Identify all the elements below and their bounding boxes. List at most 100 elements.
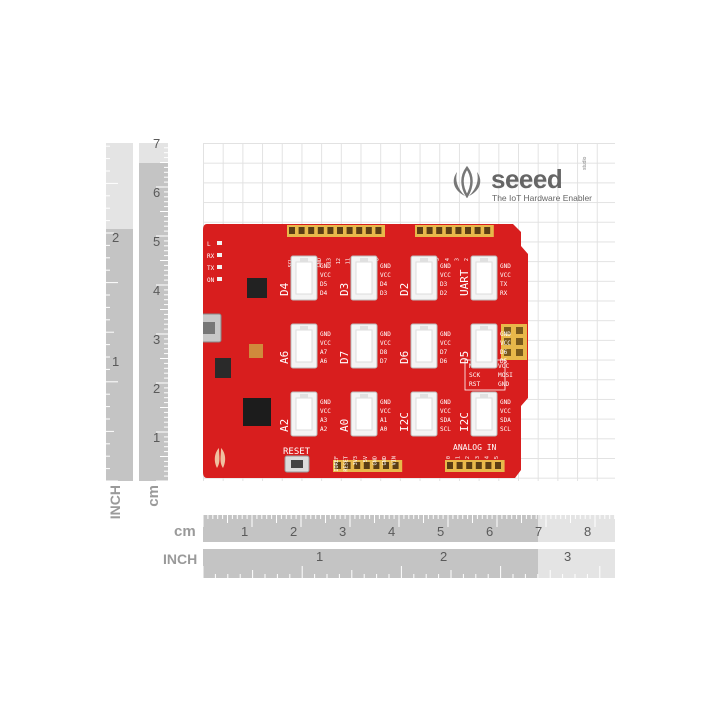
grove-pin-label: A3: [320, 417, 328, 424]
cm-tick-label: 3: [339, 524, 347, 539]
vertical-cm-tick-label: 5: [153, 234, 161, 249]
grove-port-label: I2C: [458, 412, 471, 432]
grove-pin-label: GND: [320, 399, 331, 406]
grove-pin-label: GND: [320, 331, 331, 338]
cm-tick-label: 7: [535, 524, 543, 539]
header-pin-label: 5V: [363, 456, 369, 462]
grove-pin-label: D4: [320, 290, 328, 297]
header-pin: [456, 462, 463, 469]
grove-pin-label: A0: [380, 426, 388, 433]
grove-pin-label: D5: [500, 358, 508, 365]
grove-pin-label: D6: [500, 349, 508, 356]
header-pin: [455, 227, 462, 234]
header-pin: [289, 227, 295, 234]
grove-port-label: A0: [338, 419, 351, 432]
inch-tick-label: 3: [564, 549, 572, 564]
header-pin: [354, 462, 361, 469]
cm-tick-label: 1: [241, 524, 249, 539]
grove-pin-label: GND: [500, 263, 511, 270]
header-pin-label: 2: [465, 456, 471, 459]
header-pin: [445, 227, 452, 234]
grove-pin-label: SDA: [500, 417, 511, 424]
icsp-label: GND: [498, 381, 509, 388]
header-pin: [317, 227, 324, 234]
grove-pin-label: GND: [500, 399, 511, 406]
header-pin-label: 1: [456, 456, 462, 459]
header-pin-label: 11: [346, 258, 352, 264]
grove-port-label: D4: [278, 282, 291, 296]
horizontal-ruler: [203, 515, 615, 578]
horizontal-cm-label: cm: [174, 523, 196, 540]
grove-pin-label: VCC: [500, 408, 511, 415]
header-pin: [436, 227, 443, 234]
header-pin: [346, 227, 353, 234]
grove-port-label: D6: [398, 351, 411, 364]
header-pin-label: GND: [382, 456, 388, 465]
header-pin-label: 5: [494, 456, 500, 459]
grove-pin-label: GND: [500, 331, 511, 338]
grove-pin-label: VCC: [500, 272, 511, 279]
grove-pin-label: VCC: [500, 340, 511, 347]
grove-port-label: A6: [278, 351, 291, 364]
vertical-cm-label: cm: [145, 485, 162, 507]
header-pin: [375, 227, 382, 234]
vertical-cm-tick-label: 2: [153, 381, 161, 396]
vertical-inch-tick-label: 1: [112, 354, 120, 369]
brand-tagline: The IoT Hardware Enabler: [492, 193, 593, 203]
grove-pin-label: VCC: [440, 272, 451, 279]
header-pin: [466, 462, 473, 469]
grove-pin-label: D8: [380, 349, 388, 356]
led-label: TX: [207, 265, 215, 272]
header-pin: [465, 227, 471, 234]
grove-port-label: D3: [338, 283, 351, 296]
grove-pin-label: D3: [440, 281, 448, 288]
cm-tick-label: 8: [584, 524, 592, 539]
grove-pin-label: D5: [320, 281, 328, 288]
header-pin-label: 13: [326, 258, 332, 264]
cm-tick-label: 4: [388, 524, 396, 539]
grove-pin-label: VCC: [440, 340, 451, 347]
grove-pin-label: VCC: [380, 408, 391, 415]
header-pin-label: 2: [464, 258, 470, 261]
header-pin: [298, 227, 305, 234]
header-pin-label: 5: [435, 258, 441, 261]
inch-tick-label: 1: [316, 549, 324, 564]
vertical-cm-tick-label: 7: [153, 136, 161, 151]
header-pin: [363, 462, 370, 469]
grove-pin-label: SCL: [440, 426, 451, 433]
grove-port-label: I2C: [398, 412, 411, 432]
grove-pin-label: VCC: [380, 340, 391, 347]
grove-pin-label: VCC: [320, 408, 331, 415]
header-pin: [327, 227, 334, 234]
header-pin: [308, 227, 315, 234]
grove-pin-label: D7: [440, 349, 448, 356]
grove-pin-label: RX: [500, 290, 508, 297]
header-pin: [474, 227, 481, 234]
header-pin: [447, 462, 453, 469]
header-pin-label: IOREF: [334, 456, 340, 472]
grove-pin-label: D3: [380, 290, 388, 297]
grove-port-label: D5: [458, 351, 471, 364]
header-pin-label: RESET: [344, 456, 350, 472]
horizontal-inch-label: INCH: [163, 551, 198, 567]
header-pin-label: 0: [446, 456, 452, 459]
header-pin: [495, 462, 501, 469]
led-label: L: [207, 241, 211, 248]
analog-in-label: ANALOG IN: [453, 443, 497, 452]
header-pin: [337, 227, 343, 234]
grove-pin-label: GND: [380, 263, 391, 270]
header-pin-label: GND: [372, 456, 378, 465]
icsp-label: RST: [469, 381, 480, 388]
header-pin-label: 3: [454, 258, 460, 261]
header-pin: [335, 462, 341, 469]
header-pin: [373, 462, 380, 469]
cm-tick-label: 5: [437, 524, 445, 539]
grove-pin-label: D2: [440, 290, 448, 297]
grove-shield-board: SCLSDAAREFGND1312111098765432TX 1RX 0IOR…: [203, 224, 528, 478]
grove-pin-label: GND: [320, 263, 331, 270]
